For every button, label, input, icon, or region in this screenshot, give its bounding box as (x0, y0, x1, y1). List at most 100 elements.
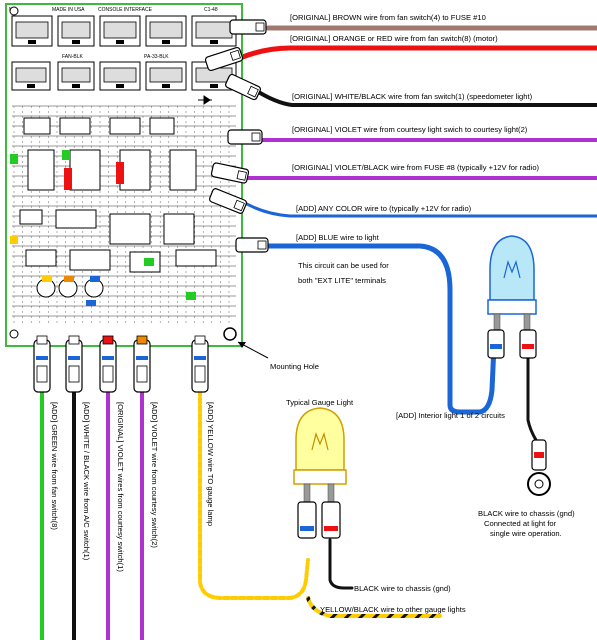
bottom-wire-label-white-black: [ADD] WHITE / BLACK wire from A/C switch… (82, 402, 91, 561)
ic-chip (175, 249, 217, 267)
blue-bulb-leg-left (493, 313, 501, 333)
yellow-bulb-connector-left-band (300, 526, 314, 531)
blue-bulb-connector-right-band (522, 344, 534, 349)
ic-chip (69, 249, 111, 271)
led-yellow (10, 236, 18, 244)
relay-pin (27, 84, 35, 88)
connector-sleeve (251, 132, 261, 142)
yellow-black-wire (306, 596, 442, 618)
bottom-connector-tab (36, 335, 48, 345)
ic-chip (69, 149, 101, 191)
right-wire-label-any-color: [ADD] ANY COLOR wire to (typically +12V … (296, 204, 472, 213)
blue-bulb-leg-right (523, 313, 531, 333)
yellow-bulb-connector-right-band (324, 526, 338, 531)
blue-wire-to-light (265, 243, 497, 415)
red-wire (237, 45, 597, 61)
bottom-wire-label-yellow: [ADD] YELLOW wire TO gauge lamp (206, 402, 215, 526)
relay-pin (72, 84, 80, 88)
led-green (62, 150, 70, 160)
board-corner-right: C1-48 (204, 7, 218, 13)
relay-pin (72, 40, 80, 44)
bottom-connector-tab (68, 335, 80, 345)
right-wire-label-white-black: [ORIGINAL] WHITE/BLACK wire from fan swi… (292, 92, 533, 101)
blue-bulb-filament (503, 260, 521, 279)
relay-pin (210, 40, 218, 44)
component-blue (86, 300, 96, 306)
bottom-connector-sleeve (194, 365, 206, 383)
yellow-black-label: YELLOW/BLACK wire to other gauge lights (320, 605, 466, 614)
interior-light-note: [ADD] Interior light 1 of 2 circuits (396, 411, 505, 420)
yellow-bulb-leg-left (303, 483, 311, 505)
relay-body (61, 67, 91, 83)
connector-sleeve (236, 170, 247, 181)
relay-body (103, 21, 137, 39)
bottom-wire-label-violet-2: [ADD] VIOLET wire from courtesy switch(2… (150, 402, 159, 548)
ic-chip (149, 117, 175, 135)
board-components (10, 15, 237, 325)
bottom-connector-sleeve (102, 365, 114, 383)
diode-symbol (198, 95, 212, 105)
relay-body (15, 67, 47, 83)
ring-note-1: BLACK wire to chassis (gnd) (478, 509, 575, 518)
bottom-connector-band (36, 356, 48, 360)
ic-chip (25, 249, 57, 267)
bottom-connector-tab (136, 335, 148, 345)
relay-pin (162, 84, 170, 88)
relay-body (103, 67, 137, 83)
ic-chip (109, 213, 151, 245)
ring-terminal-hole (534, 479, 544, 489)
bottom-connector-band (194, 356, 206, 360)
yellow-bulb-connector-right (321, 501, 341, 539)
board-title: CONSOLE INTERFACE (98, 7, 153, 13)
resistor-red (116, 162, 124, 184)
connector-sleeve (247, 85, 259, 98)
chip-label-1: FAN-BLK (62, 54, 84, 60)
connector-sleeve (257, 240, 267, 250)
relay-pin (28, 40, 36, 44)
relay-pin (162, 40, 170, 44)
ic-chip (109, 117, 141, 135)
circuit-board: NU MADE IN USA CONSOLE INTERFACE C1-48 F… (5, 3, 243, 347)
interior-light-bulb (487, 235, 537, 359)
bottom-connector-sleeve (136, 365, 148, 383)
ring-note-2: Connected at light for (484, 519, 557, 528)
relay-pin (116, 84, 124, 88)
connector-sleeve (255, 22, 265, 32)
blue-bulb-base (487, 299, 537, 315)
chip-label-2: PA-33-BLK (144, 54, 169, 60)
relay-body (15, 21, 49, 39)
relay-pin (116, 40, 124, 44)
bottom-connector-tab (194, 335, 206, 345)
ext-lite-note-1: This circuit can be used for (298, 261, 389, 270)
yellow-wire-to-lamp (198, 388, 310, 600)
mounting-hole-arrowhead (238, 342, 246, 348)
ic-chip (163, 213, 195, 245)
mounting-hole-label: Mounting Hole (270, 362, 319, 371)
ring-terminal (527, 439, 551, 496)
blue-bulb-connector-left-band (490, 344, 502, 349)
bottom-connector-sleeve (36, 365, 48, 383)
gauge-light-bulb (293, 407, 347, 539)
ring-terminal-band (534, 452, 544, 458)
blue-bulb-glass (489, 235, 535, 301)
led-green (10, 154, 18, 164)
right-wire-label-brown: [ORIGINAL] BROWN wire from fan switch(4)… (290, 13, 486, 22)
connector-group (33, 19, 269, 393)
yellow-bulb-base (293, 469, 347, 485)
bottom-connector-sleeve (68, 365, 80, 383)
connector-sleeve (229, 49, 241, 61)
ext-lite-note-2: both "EXT LITE" terminals (298, 276, 386, 285)
bottom-connector-band (136, 356, 148, 360)
yellow-bulb-connector-left (297, 501, 317, 539)
board-made-in: MADE IN USA (52, 7, 85, 13)
ic-chip (119, 149, 151, 191)
relay-pin (210, 84, 218, 88)
bottom-wire-label-violet-1: [ORIGINAL] VIOLET wires from courtesy sw… (116, 402, 125, 572)
ic-chip (55, 209, 97, 229)
right-wire-label-blue: [ADD] BLUE wire to light (296, 233, 380, 242)
ring-note-3: single wire operation. (490, 529, 562, 538)
relay-body (149, 21, 183, 39)
ic-chip (19, 209, 43, 225)
relay-body (195, 21, 233, 39)
